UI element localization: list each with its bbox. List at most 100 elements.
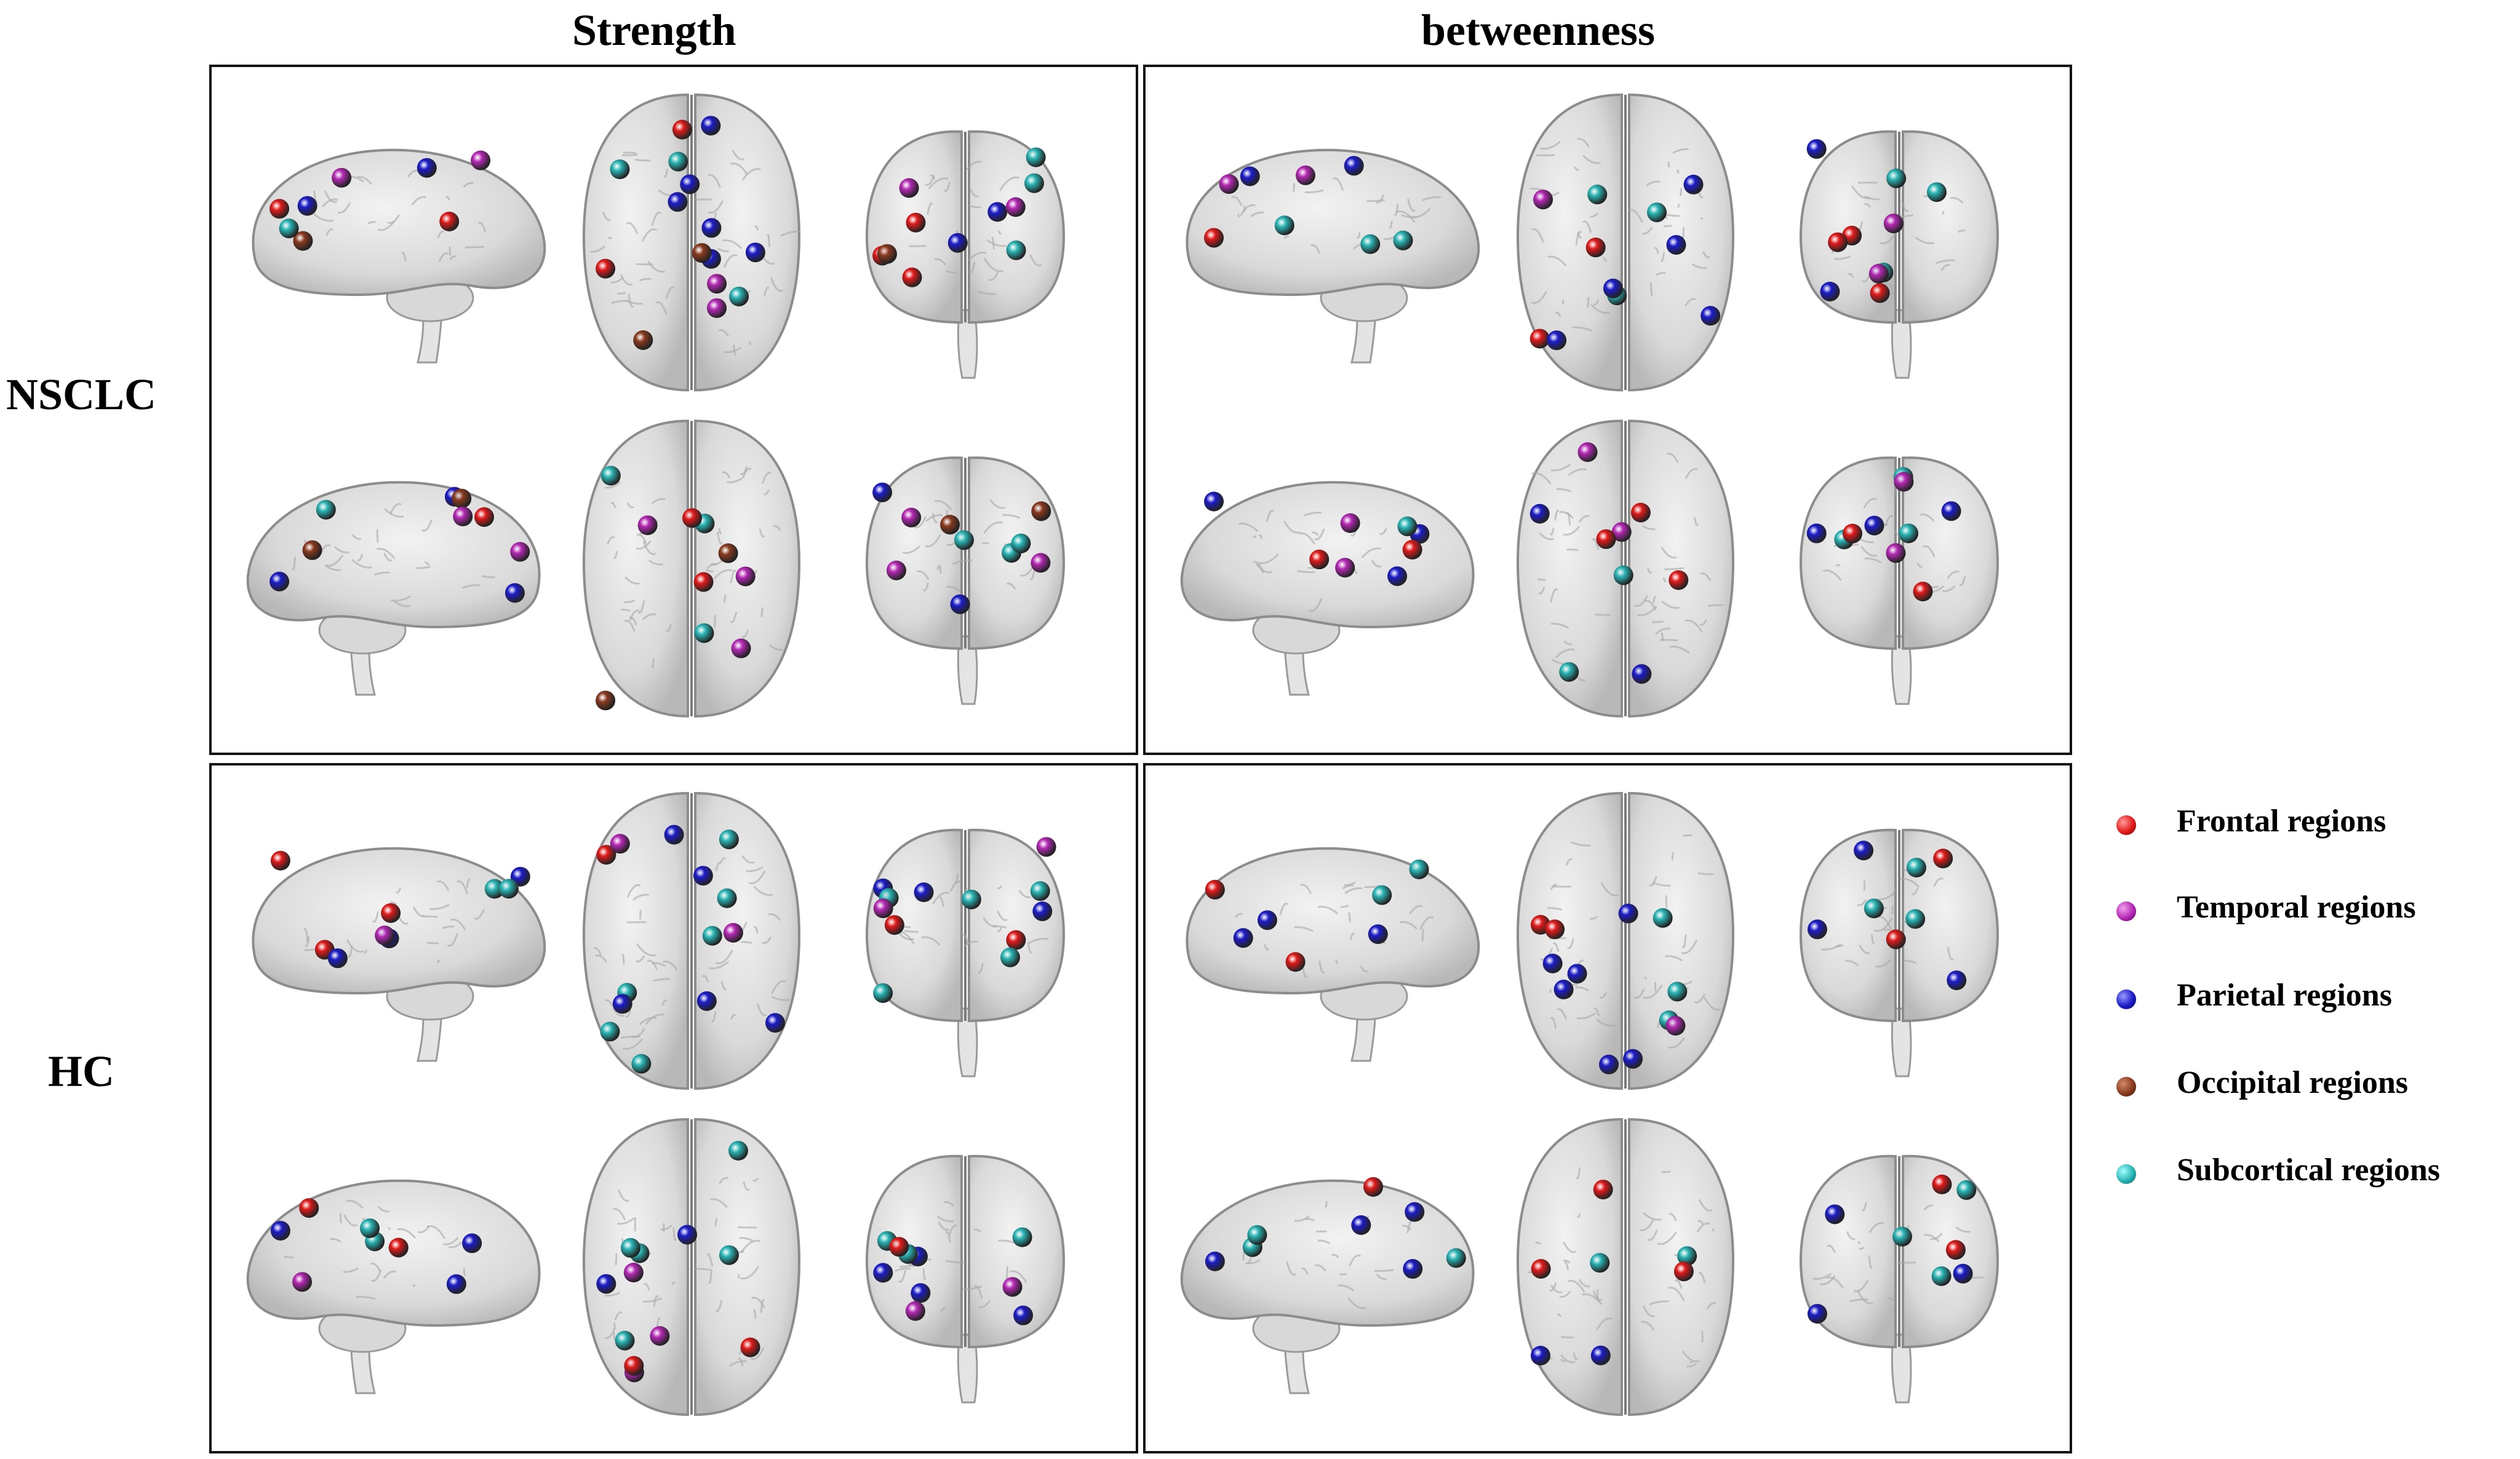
node-right-P [269,572,290,592]
node-front-T [899,178,919,198]
node-right-T [1335,558,1355,578]
node-top-F [1529,329,1550,349]
node-top-O [633,330,653,350]
node-left-S [279,218,299,239]
node-top-P [680,174,700,194]
node-front-T [1036,837,1056,857]
node-top-S [702,925,722,946]
node-bottom-P [1529,503,1550,524]
node-top-F [596,258,616,279]
node-front-T [1883,214,1904,234]
node-front-S [1000,947,1020,967]
node-right-O [302,540,322,561]
node-bottom-P [1590,1345,1611,1365]
node-top-P [1547,330,1567,351]
node-back-P [1941,501,1961,521]
node-bottom-F [1593,1180,1613,1200]
node-front-P [1807,919,1827,940]
node-bottom-F [740,1337,760,1357]
row-label-hc: HC [48,1047,114,1096]
node-left-T [332,167,352,188]
node-front-P [1947,970,1967,991]
coronal-brain-view [1799,130,2000,379]
node-left-T [375,925,395,946]
node-left-S [498,879,519,899]
node-left-P [1368,924,1388,945]
node-bottom-S [1613,565,1633,585]
node-front-P [1806,139,1827,159]
axial-brain-view [1516,419,1735,718]
node-front-S [961,889,981,909]
node-right-S [360,1218,380,1239]
node-left-O [293,231,313,251]
node-back-S [954,530,974,550]
sagittal-brain-view [252,847,546,1062]
node-top-P [701,116,721,136]
node-top-T [610,834,630,854]
node-right-P [1204,491,1224,511]
node-back-F [1843,524,1863,544]
node-bottom-T [623,1263,644,1283]
node-left-F [270,850,290,871]
node-top-S [668,151,688,172]
node-top-P [1567,964,1587,984]
column-title-strength: Strength [572,6,736,55]
legend-subcortical-label: Subcortical regions [2177,1153,2441,1188]
node-left-F [269,199,290,219]
node-front-S [1024,173,1044,193]
node-front-T [873,898,893,919]
node-left-F [439,211,460,231]
node-left-S [1372,885,1392,905]
node-right-P [1205,1251,1225,1271]
node-front-S [1905,909,1926,929]
coronal-brain-view [865,1154,1066,1404]
node-top-P [664,825,684,845]
node-back-S [1956,1180,1977,1200]
coronal-brain-view [1799,456,2000,705]
node-back-S [1011,534,1031,554]
node-bottom-F [1673,1261,1694,1282]
legend-occipital-label: Occipital regions [2177,1065,2409,1100]
node-front-F [1886,929,1906,949]
node-right-P [462,1233,482,1253]
node-front-S [1886,168,1907,188]
node-front-P [987,202,1008,222]
node-left-S [1393,230,1413,250]
node-right-T [292,1272,313,1292]
brain-views-nsclc-betweenness [1180,93,2000,718]
node-bottom-T [735,566,756,586]
node-back-S [1892,1226,1912,1247]
legend-temporal-label: Temporal regions [2177,890,2416,925]
brain-views-hc-strength [246,791,1066,1417]
axial-brain-view [1516,791,1735,1090]
node-back-T [1031,553,1051,573]
node-top-S [1653,908,1673,928]
node-top-T [723,922,743,943]
node-top-F [672,119,692,140]
node-bottom-P [1530,1345,1550,1365]
node-back-P [1953,1263,1973,1284]
node-back-P [1806,523,1827,543]
node-front-P [914,882,934,903]
node-right-T [453,506,473,527]
brain-views-nsclc-strength [246,93,1066,718]
node-left-F [1204,228,1224,248]
node-right-S [316,500,336,520]
node-back-T [1886,543,1906,563]
node-top-P [1623,1049,1643,1069]
node-left-S [484,879,504,899]
node-top-P [701,218,722,238]
node-right-P [1351,1215,1371,1235]
node-top-S [1646,202,1667,223]
node-top-F [596,845,616,865]
legend-frontal-dot [2116,815,2136,835]
node-back-P [1864,516,1884,536]
node-bottom-T [731,638,751,658]
sagittal-brain-view [246,1179,541,1394]
node-left-F [381,903,401,923]
node-top-T [707,274,727,294]
node-bottom-S [1559,662,1579,682]
sagittal-brain-view [252,148,546,364]
node-front-P [1854,841,1874,861]
node-right-F [299,1198,319,1218]
